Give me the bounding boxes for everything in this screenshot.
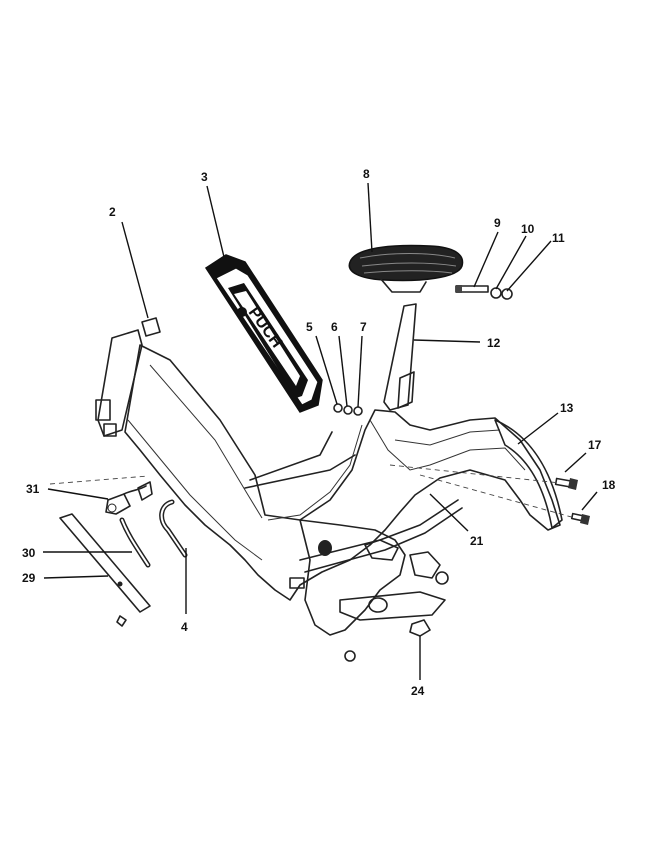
part-3-side-panel: PUCH bbox=[204, 254, 323, 413]
part-4-pipe bbox=[159, 499, 188, 558]
callout-labels: 2 3 4 5 6 7 8 9 10 11 12 13 17 18 21 24 … bbox=[22, 167, 616, 698]
callout-9: 9 bbox=[494, 216, 501, 230]
part-2-clip bbox=[141, 317, 161, 337]
callout-5: 5 bbox=[306, 320, 313, 334]
callout-11: 11 bbox=[552, 231, 565, 245]
parts-17-18-bolts bbox=[554, 477, 590, 525]
callout-3: 3 bbox=[201, 170, 208, 184]
part-24-nut bbox=[409, 619, 431, 637]
callout-4: 4 bbox=[181, 620, 188, 634]
callout-2: 2 bbox=[109, 205, 116, 219]
callout-leader-lines bbox=[43, 182, 598, 680]
callout-30: 30 bbox=[22, 546, 36, 560]
callout-10: 10 bbox=[521, 222, 535, 236]
callout-24: 24 bbox=[411, 684, 425, 698]
assembly-dashed-lines bbox=[49, 464, 576, 519]
callout-18: 18 bbox=[602, 478, 616, 492]
parts-29-30-31-cable-clamp-assembly bbox=[59, 481, 153, 627]
callout-12: 12 bbox=[487, 336, 501, 350]
moped-frame bbox=[95, 329, 563, 662]
callout-7: 7 bbox=[360, 320, 367, 334]
callout-31: 31 bbox=[26, 482, 40, 496]
callout-29: 29 bbox=[22, 571, 36, 585]
part-8-seat bbox=[348, 244, 464, 293]
part-12-seat-post bbox=[383, 303, 417, 411]
callout-8: 8 bbox=[363, 167, 370, 181]
callout-17: 17 bbox=[588, 438, 602, 452]
parts-9-10-11-bolt-washer-nut bbox=[455, 285, 513, 300]
callout-6: 6 bbox=[331, 320, 338, 334]
callout-13: 13 bbox=[560, 401, 574, 415]
callout-21: 21 bbox=[470, 534, 484, 548]
